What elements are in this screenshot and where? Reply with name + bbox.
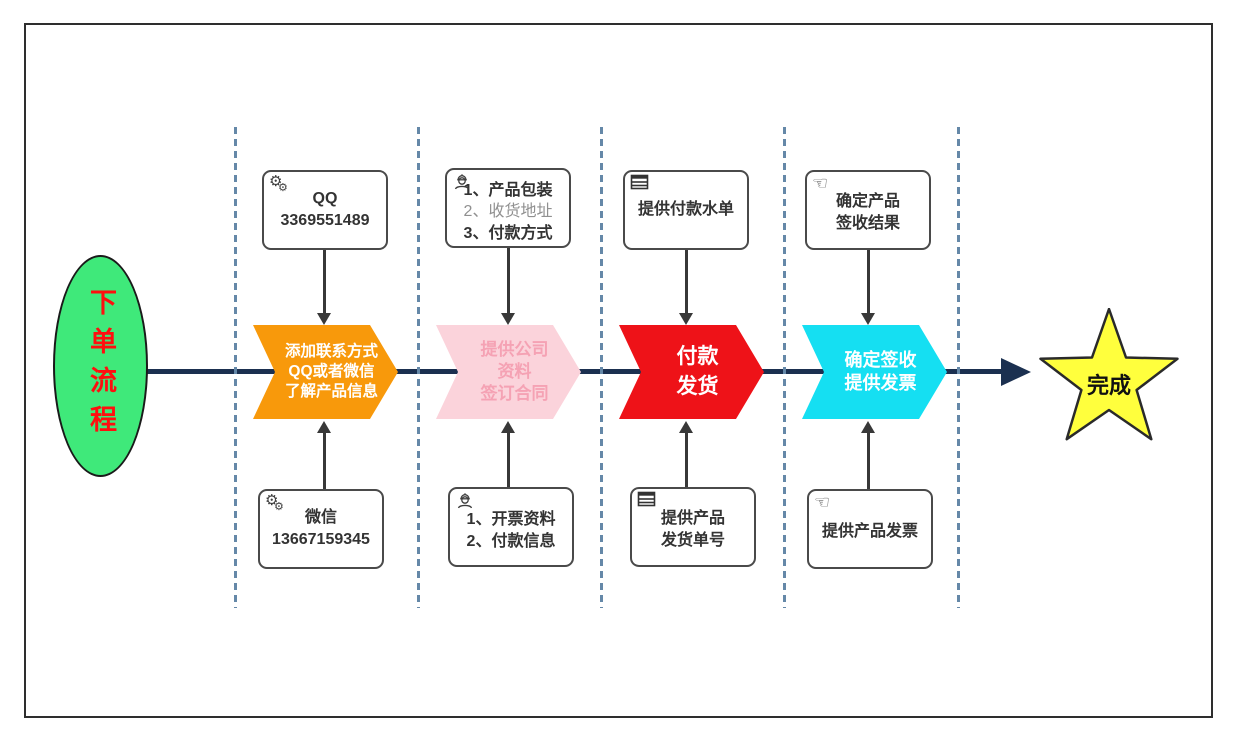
- connector-line: [507, 248, 510, 313]
- note-box-order-info[interactable]: 1、产品包装 2、收货地址 3、付款方式: [445, 168, 571, 248]
- hand-point-icon: ☜: [812, 173, 829, 193]
- end-node[interactable]: 完成: [1030, 308, 1188, 450]
- phase-divider-1: [234, 127, 237, 608]
- arrow-up-icon: [501, 421, 515, 433]
- arrow-up-icon: [317, 421, 331, 433]
- arrow-up-icon: [861, 421, 875, 433]
- note-line: 签收结果: [835, 215, 900, 232]
- connector-line: [507, 433, 510, 487]
- arrow-up-icon: [679, 421, 693, 433]
- arrow-down-icon: [679, 313, 693, 325]
- outer-frame: [24, 23, 1213, 718]
- note-box-wechat[interactable]: ⚙⚙ 微信 13667159345: [258, 489, 384, 569]
- note-line: 2、收货地址: [463, 203, 553, 221]
- step-node-contact[interactable]: 添加联系方式 QQ或者微信 了解产品信息: [253, 325, 398, 419]
- note-line: 2、付款信息: [466, 533, 556, 550]
- note-line: 提供付款水单: [637, 201, 734, 219]
- start-node[interactable]: 下单流程: [53, 255, 148, 477]
- note-box-qq[interactable]: ⚙⚙ QQ 3369551489: [262, 170, 388, 250]
- arrow-down-icon: [861, 313, 875, 325]
- gears-icon: ⚙⚙: [265, 492, 284, 513]
- arrow-down-icon: [317, 313, 331, 325]
- note-line: 1、开票资料: [466, 511, 556, 529]
- connector-line: [685, 433, 688, 487]
- note-box-shipping-number[interactable]: 提供产品 发货单号: [630, 487, 756, 567]
- note-line: 3369551489: [280, 212, 370, 229]
- main-flow-arrowhead-icon: [1001, 358, 1031, 386]
- phase-divider-5: [957, 127, 960, 608]
- table-icon: [630, 174, 650, 191]
- start-node-label: 下单流程: [86, 288, 116, 444]
- connector-line: [323, 250, 326, 313]
- note-box-sign-result[interactable]: ☜ 确定产品 签收结果: [805, 170, 931, 250]
- step-node-contract[interactable]: 提供公司 资料 签订合同: [436, 325, 581, 419]
- connector-line: [323, 433, 326, 489]
- gears-icon: ⚙⚙: [269, 173, 288, 194]
- note-line: 提供产品: [660, 510, 725, 528]
- note-box-payment-slip[interactable]: 提供付款水单: [623, 170, 749, 250]
- note-line: 确定产品: [835, 193, 900, 211]
- note-line: 13667159345: [272, 531, 370, 548]
- note-box-invoice-info[interactable]: 1、开票资料 2、付款信息: [448, 487, 574, 567]
- note-line: 提供产品发票: [821, 523, 918, 541]
- phase-divider-4: [783, 127, 786, 608]
- worker-icon: [452, 172, 472, 190]
- phase-divider-3: [600, 127, 603, 608]
- connector-line: [867, 250, 870, 313]
- note-line: 3、付款方式: [463, 224, 553, 242]
- step-node-payment[interactable]: 付款 发货: [619, 325, 764, 419]
- hand-point-icon: ☜: [814, 492, 831, 512]
- connector-line: [867, 433, 870, 489]
- end-node-label: 完成: [1086, 373, 1131, 398]
- connector-line: [685, 250, 688, 313]
- note-line: 发货单号: [660, 532, 725, 549]
- table-icon: [637, 491, 657, 508]
- note-line: QQ: [312, 190, 338, 208]
- phase-divider-2: [417, 127, 420, 608]
- note-box-product-invoice[interactable]: ☜ 提供产品发票: [807, 489, 933, 569]
- star-shape: [1039, 308, 1179, 441]
- step-node-receipt[interactable]: 确定签收 提供发票: [802, 325, 947, 419]
- note-line: 微信: [304, 509, 337, 527]
- note-line: 1、产品包装: [463, 181, 553, 199]
- worker-icon: [455, 491, 475, 509]
- arrow-down-icon: [501, 313, 515, 325]
